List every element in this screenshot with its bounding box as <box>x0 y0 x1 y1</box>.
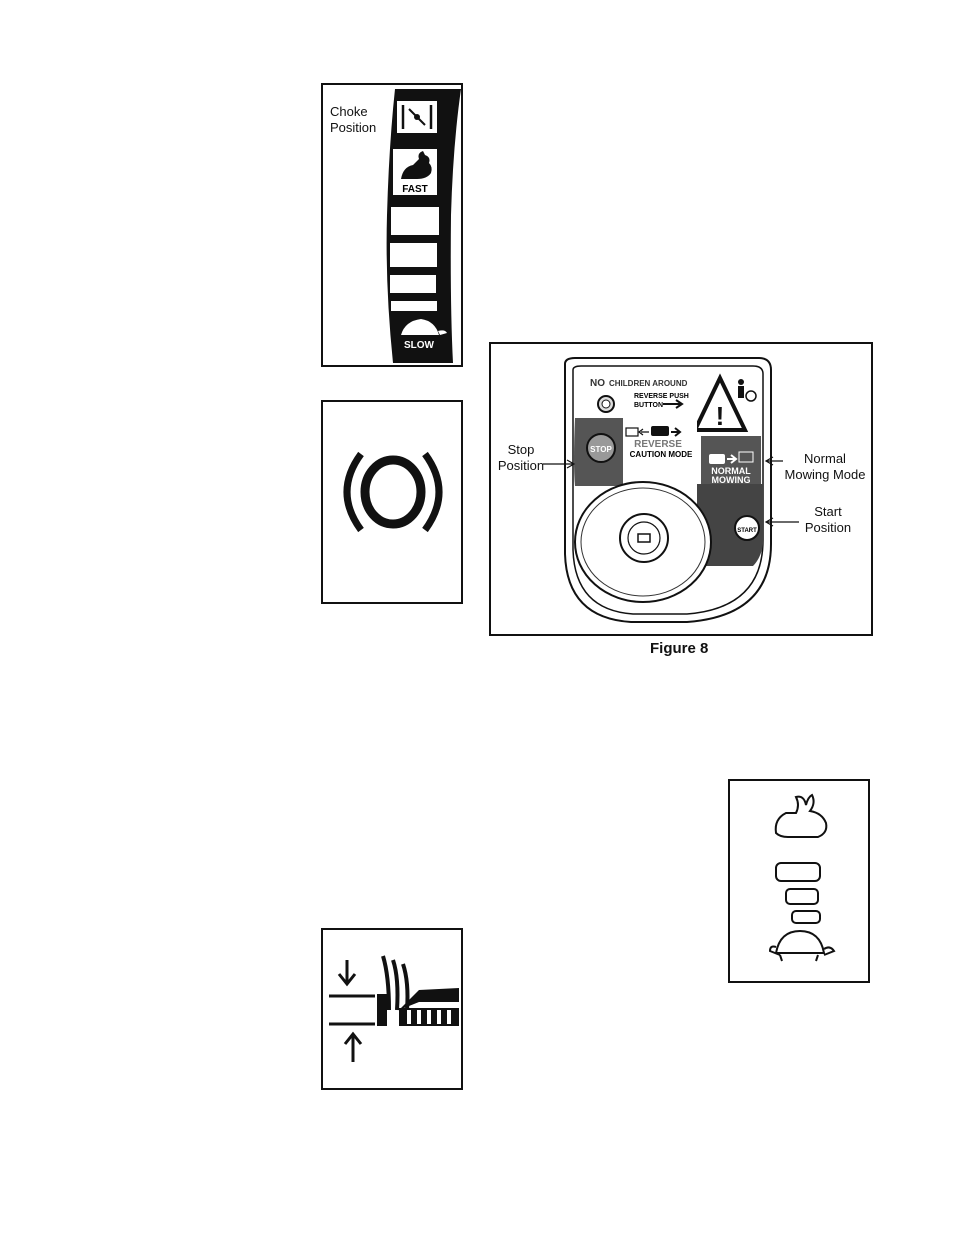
ignition-figure-box: NO CHILDREN AROUND REVERSE PUSH BUTTON !… <box>489 342 873 636</box>
speed-symbol <box>730 781 870 983</box>
stop-callout-arrow <box>543 460 574 468</box>
arrow-down-icon <box>339 960 355 984</box>
cutting-height-symbol <box>323 930 463 1090</box>
normal-mowing-mode-label: Normal Mowing Mode <box>783 451 867 483</box>
engage-symbol-box <box>321 400 463 604</box>
start-label: START <box>737 528 757 534</box>
fast-label: FAST <box>402 184 428 195</box>
cutting-height-box <box>321 928 463 1090</box>
arrow-up-icon <box>345 1034 361 1062</box>
caution-mode-label: CAUTION MODE <box>630 450 693 459</box>
children-around-label: CHILDREN AROUND <box>609 379 688 388</box>
start-position-label: Start Position <box>799 504 857 536</box>
speed-bar-medium <box>786 889 818 904</box>
engage-symbol <box>323 402 463 604</box>
speed-bar-1 <box>391 207 439 235</box>
turtle-icon <box>776 931 824 953</box>
speed-symbol-box <box>728 779 870 983</box>
svg-text:!: ! <box>716 401 725 431</box>
reverse-label: REVERSE <box>634 439 682 450</box>
left-arc-icon <box>347 454 361 530</box>
speed-bar-large <box>776 863 820 881</box>
button-label: BUTTON <box>634 402 663 409</box>
person-icon <box>738 379 744 385</box>
mower-icon <box>651 426 669 436</box>
figure-caption: Figure 8 <box>650 640 708 657</box>
ignition-panel: NO CHILDREN AROUND REVERSE PUSH BUTTON !… <box>491 344 873 636</box>
speed-bar-3 <box>390 275 436 293</box>
mower-normal-icon <box>709 454 725 464</box>
mowing-label: MOWING <box>712 475 751 485</box>
reverse-push-label: REVERSE PUSH <box>634 393 689 400</box>
right-arc-icon <box>425 454 439 530</box>
start-callout-arrow <box>766 518 799 526</box>
rabbit-icon <box>776 795 827 837</box>
center-ring-icon <box>365 460 421 524</box>
speed-bar-2 <box>390 243 437 267</box>
slow-label: SLOW <box>404 340 435 351</box>
no-label: NO <box>590 378 605 389</box>
throttle-strip: FAST SLOW <box>323 85 463 367</box>
stop-position-label: Stop Position <box>497 442 545 474</box>
throttle-decal-box: Choke Position FAST SLOW <box>321 83 463 367</box>
speed-bar-4 <box>391 301 437 311</box>
stop-label: STOP <box>590 445 612 454</box>
speed-bar-small <box>792 911 820 923</box>
key-slot-ring <box>620 514 668 562</box>
